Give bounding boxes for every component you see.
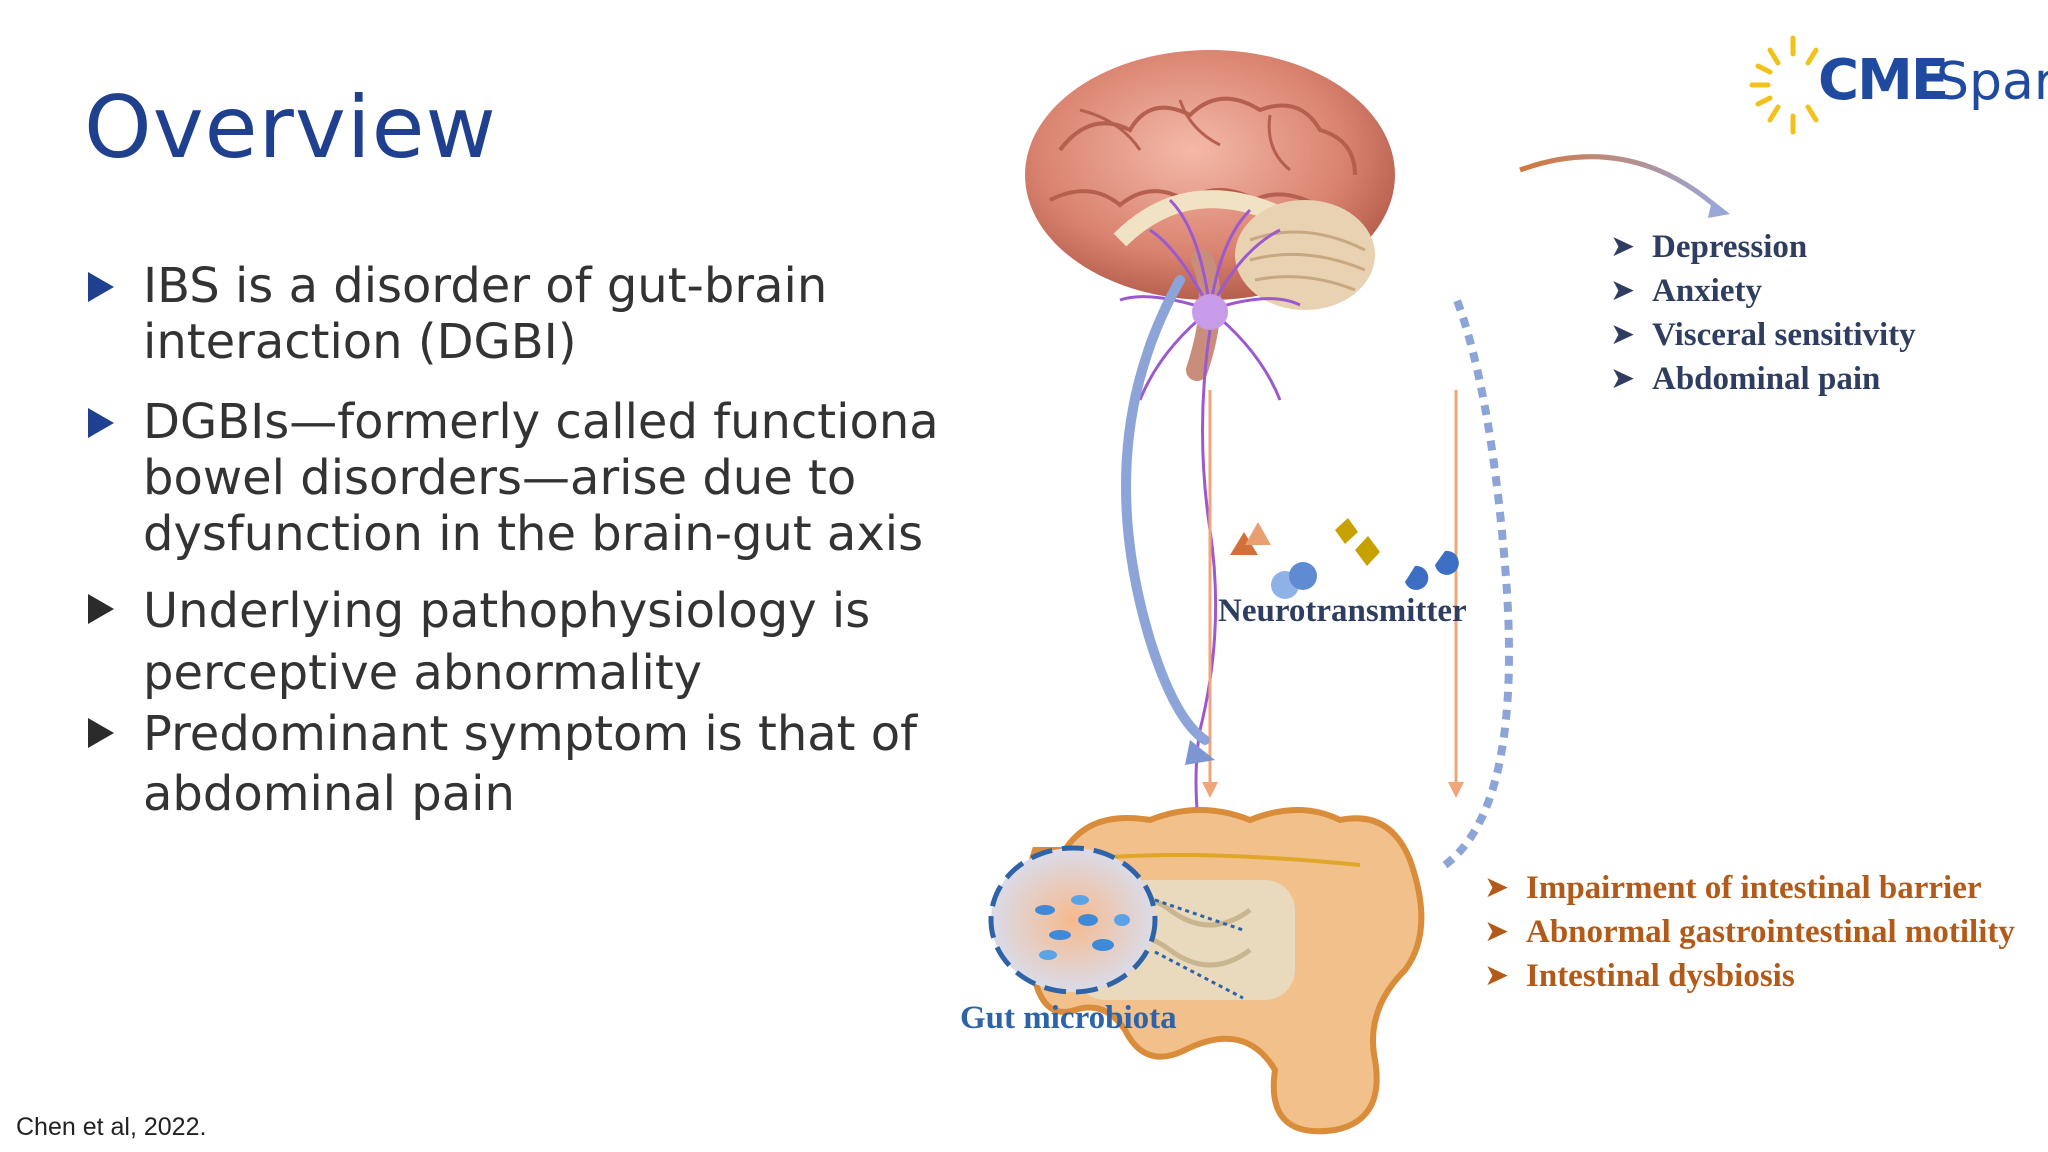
symptom-item: ➤Visceral sensitivity bbox=[1610, 313, 1916, 357]
gut-microbiota-icon bbox=[988, 845, 1244, 1000]
gut-microbiota-label: Gut microbiota bbox=[960, 1000, 1177, 1036]
bullet-text: Underlying pathophysiology is perceptive… bbox=[143, 583, 871, 701]
triangle-bullet-icon bbox=[88, 408, 114, 438]
triangle-bullet-icon bbox=[88, 718, 114, 748]
brain-gut-illustration bbox=[988, 50, 1730, 1135]
brain-to-gut-arrow bbox=[1121, 275, 1210, 745]
chevron-right-icon: ➤ bbox=[1484, 958, 1510, 993]
chevron-right-icon: ➤ bbox=[1610, 229, 1636, 264]
bullet-text: DGBIs—formerly called functiona bowel di… bbox=[143, 394, 939, 562]
neurotransmitter-label: Neurotransmitter bbox=[1218, 593, 1467, 629]
down-arrows bbox=[1208, 390, 1458, 790]
cmespark-logo: CME Spark bbox=[1748, 30, 2048, 140]
gut-effects-list: ➤Impairment of intestinal barrier ➤Abnor… bbox=[1484, 866, 2015, 998]
triangle-bullet-icon bbox=[88, 272, 114, 302]
logo-spark-text: Spark bbox=[1936, 52, 2048, 112]
gut-effect-item: ➤Intestinal dysbiosis bbox=[1484, 954, 2015, 998]
symptom-list: ➤Depression ➤Anxiety ➤Visceral sensitivi… bbox=[1610, 225, 1916, 401]
symptom-item: ➤Abdominal pain bbox=[1610, 357, 1916, 401]
symptom-item: ➤Depression bbox=[1610, 225, 1916, 269]
gut-effect-item: ➤Impairment of intestinal barrier bbox=[1484, 866, 2015, 910]
logo-cme-text: CME bbox=[1818, 48, 1949, 113]
slide-title: Overview bbox=[84, 78, 497, 178]
chevron-right-icon: ➤ bbox=[1484, 870, 1510, 905]
chevron-right-icon: ➤ bbox=[1610, 361, 1636, 396]
sunburst-icon bbox=[1749, 35, 1819, 135]
citation: Chen et al, 2022. bbox=[16, 1113, 207, 1141]
neurotransmitter-icons bbox=[1230, 518, 1459, 599]
symptom-item: ➤Anxiety bbox=[1610, 269, 1916, 313]
chevron-right-icon: ➤ bbox=[1610, 317, 1636, 352]
bullet-text: Predominant symptom is that of abdominal… bbox=[143, 706, 918, 822]
bullet-text: IBS is a disorder of gut-brain interacti… bbox=[143, 258, 828, 370]
chevron-right-icon: ➤ bbox=[1610, 273, 1636, 308]
brain-gut-diagram bbox=[940, 40, 2048, 1150]
triangle-bullet-icon bbox=[88, 594, 114, 624]
brain-icon bbox=[1025, 50, 1395, 381]
chevron-right-icon: ➤ bbox=[1484, 914, 1510, 949]
gut-effect-item: ➤Abnormal gastrointestinal motility bbox=[1484, 910, 2015, 954]
brain-to-symptoms-arrow bbox=[1519, 154, 1722, 212]
